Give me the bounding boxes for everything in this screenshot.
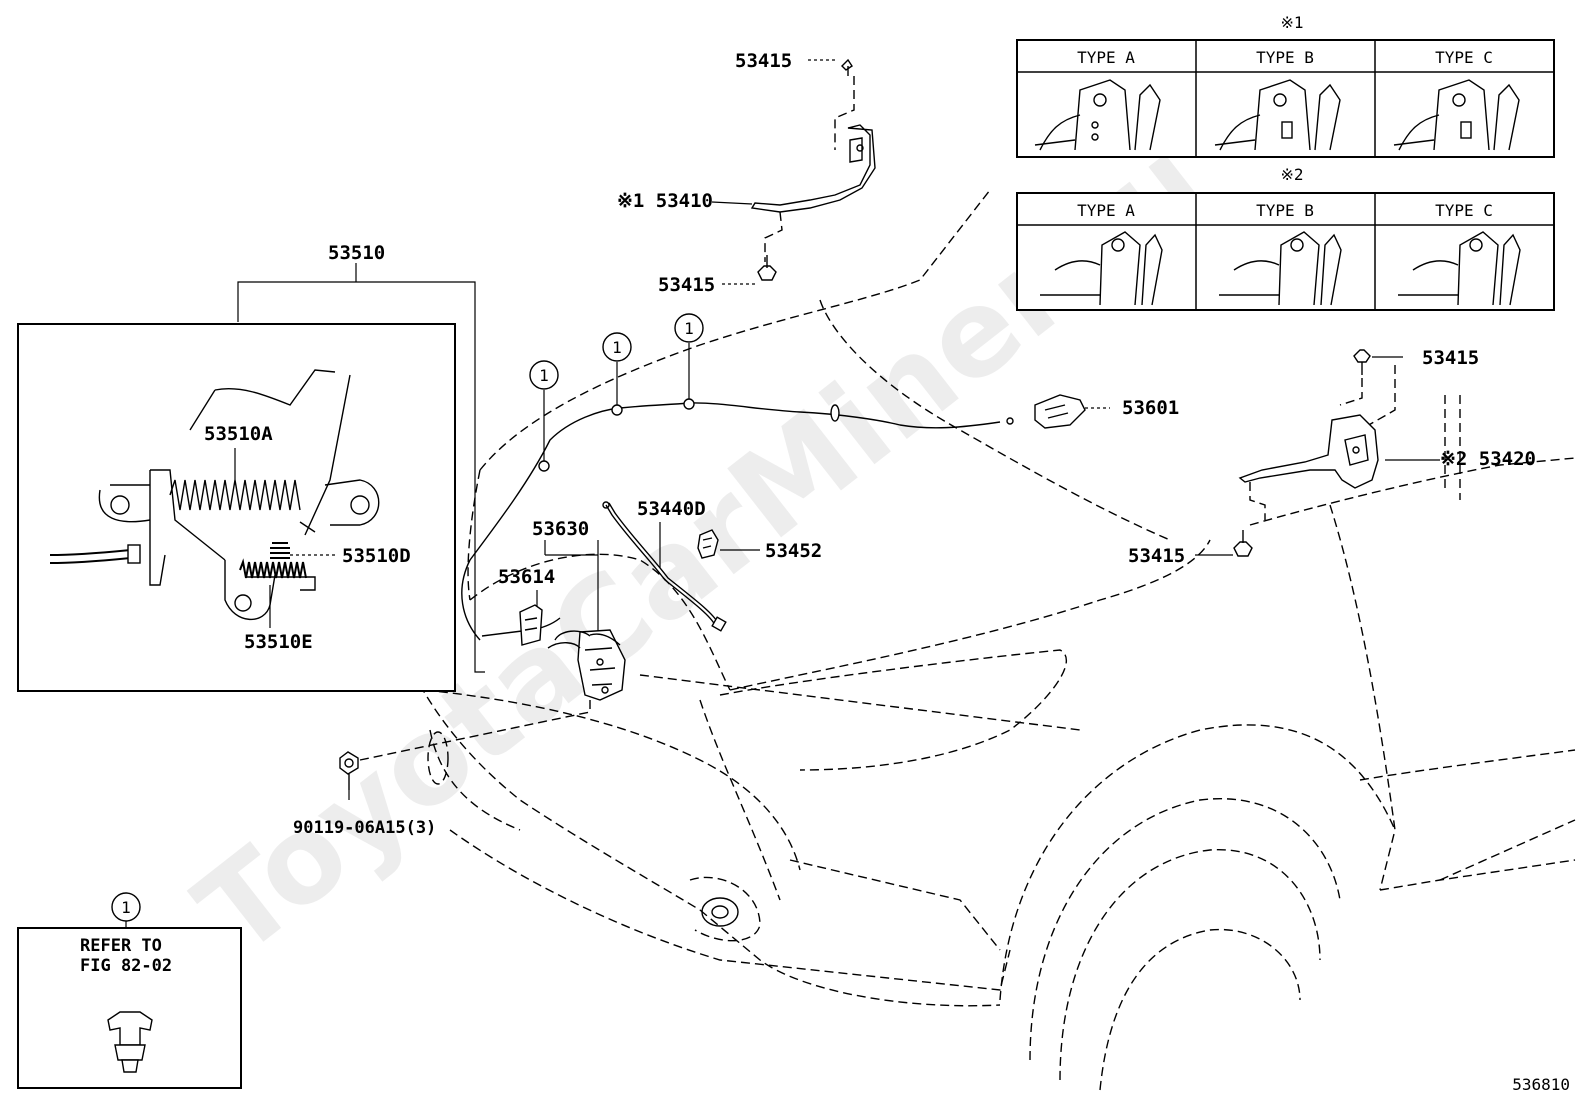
table-header: TYPE A xyxy=(1077,201,1135,220)
left-hood-hinge xyxy=(711,58,876,285)
table-marker: ※2 xyxy=(1280,165,1303,184)
refer-line-1: REFER TO xyxy=(80,936,162,956)
part-label-53510A: 53510A xyxy=(204,423,273,445)
hood-lock-detail xyxy=(17,263,485,692)
callout-label: 1 xyxy=(684,319,694,338)
part-label-53415-top: 53415 xyxy=(735,50,792,72)
refer-box: 1 REFER TO FIG 82-02 xyxy=(17,892,242,1089)
cable-clip-callouts: 1 1 1 xyxy=(529,313,704,461)
part-label-90119: 90119-06A15(3) xyxy=(293,818,436,838)
part-label-53420: ※2 53420 xyxy=(1440,448,1536,470)
table-header: TYPE B xyxy=(1256,48,1314,67)
callout-label: 1 xyxy=(612,338,622,357)
part-label-53601: 53601 xyxy=(1122,397,1179,419)
part-label-53452: 53452 xyxy=(765,540,822,562)
refer-callout: 1 xyxy=(121,898,131,917)
hood-lock-assembly xyxy=(359,540,626,761)
table-header: TYPE C xyxy=(1435,201,1493,220)
vehicle-outline xyxy=(419,189,1576,1091)
part-label-53630: 53630 xyxy=(532,518,589,540)
part-label-53415-right-bot: 53415 xyxy=(1128,545,1185,567)
lock-bolt xyxy=(339,751,359,800)
hood-release-lever xyxy=(1034,394,1110,429)
part-label-53410: ※1 53410 xyxy=(617,190,713,212)
table-header: TYPE B xyxy=(1256,201,1314,220)
part-label-53440D: 53440D xyxy=(637,498,706,520)
part-label-53510E: 53510E xyxy=(244,631,313,653)
type-table-2: ※2 TYPE A TYPE B TYPE C xyxy=(1016,165,1555,311)
part-label-53510D: 53510D xyxy=(342,545,411,567)
table-header: TYPE A xyxy=(1077,48,1135,67)
part-label-53510: 53510 xyxy=(328,242,385,264)
hood-clip xyxy=(697,529,760,559)
refer-line-2: FIG 82-02 xyxy=(80,956,172,976)
figure-number: 536810 xyxy=(1512,1075,1570,1094)
part-label-53415-right-top: 53415 xyxy=(1422,347,1479,369)
wire-harness xyxy=(602,501,727,632)
part-label-53415-mid: 53415 xyxy=(658,274,715,296)
right-hood-hinge xyxy=(1195,349,1461,557)
part-label-53614: 53614 xyxy=(498,566,555,588)
type-table-1: ※1 TYPE A TYPE B TYPE C xyxy=(1016,13,1555,158)
table-header: TYPE C xyxy=(1435,48,1493,67)
table-marker: ※1 xyxy=(1280,13,1303,32)
callout-label: 1 xyxy=(539,366,549,385)
